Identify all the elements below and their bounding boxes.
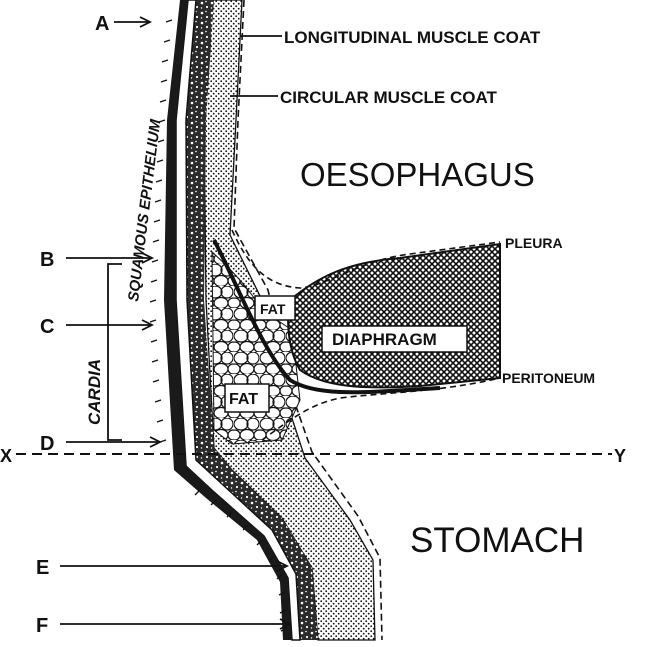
phreno-oesophageal-line	[212, 239, 441, 395]
diaphragm-muscle	[287, 242, 501, 389]
circular-muscle-band	[186, 0, 318, 640]
pleura-line	[231, 229, 501, 289]
marker-f: F	[36, 615, 48, 637]
fat-upper-box	[254, 295, 296, 321]
circular-muscle-coat-label: CIRCULAR MUSCLE COAT	[280, 88, 498, 107]
epithelium-ticks	[149, 19, 173, 443]
squamous-epithelium-label: SQUAMOUS EPITHELIUM	[125, 118, 164, 303]
serosa-line	[233, 0, 383, 641]
muscle-coat-band	[203, 0, 376, 641]
gastric-mucosa-ticks	[194, 489, 288, 632]
fat-lower-box	[224, 383, 270, 413]
diaphragm-label: DIAPHRAGM	[332, 330, 437, 349]
marker-e: E	[36, 557, 49, 579]
marker-a: A	[95, 13, 109, 35]
oesophagus-label: OESOPHAGUS	[300, 156, 535, 193]
peritoneum-label: PERITONEUM	[502, 370, 595, 386]
marker-x: X	[0, 446, 12, 466]
fat-lower-label: FAT	[229, 391, 258, 408]
longitudinal-muscle-coat-label: LONGITUDINAL MUSCLE COAT	[284, 28, 541, 47]
marker-d: D	[40, 433, 54, 455]
stomach-label: STOMACH	[410, 521, 584, 560]
submucosa-band	[175, 0, 301, 641]
diaphragm-box	[321, 325, 468, 353]
fat-upper-label: FAT	[260, 301, 286, 317]
mucosa-band	[164, 0, 292, 640]
cardia-label: CARDIA	[85, 359, 104, 425]
pleura-label: PLEURA	[505, 235, 563, 251]
fat-pad	[211, 250, 301, 445]
marker-b: B	[40, 249, 54, 271]
cardia-bracket	[107, 263, 122, 441]
marker-y: Y	[614, 446, 626, 466]
marker-c: C	[40, 316, 54, 338]
gut-wall	[149, 0, 383, 641]
peritoneum-line	[261, 377, 501, 441]
